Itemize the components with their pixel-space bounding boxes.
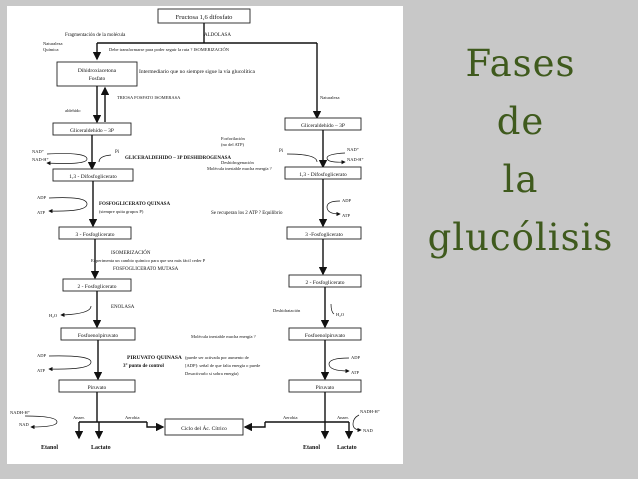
label-pep-right: Fosfoenolpiruvato (305, 332, 346, 339)
label-inestable-1: Molécula inestable mucha energía ? (207, 166, 272, 171)
label-lactato-right: Lactato (337, 445, 357, 451)
label-nadh3-left: NADH-H⁺ (10, 410, 31, 415)
label-naturaleza: Naturaleza (320, 95, 340, 100)
label-atp1-right: ATP (342, 213, 350, 218)
label-atp2-left: ATP (37, 368, 45, 373)
label-pep-left: Fosfoenolpiruvato (78, 332, 119, 339)
box-3pg-right (286, 226, 362, 240)
label-intermediario: Intermediario que no siempre sigue la ví… (139, 69, 255, 75)
label-nadh-left: NAD-H⁺ (32, 157, 49, 162)
label-3pg-right: 3 -Fosfoglicerato (305, 231, 343, 238)
label-pgk: FOSFOGLICERATO QUINASA (99, 202, 170, 207)
label-transformarse: Debe transformarse para poder seguir la … (109, 47, 230, 52)
label-3pg-left: 3 - Fosfoglicerato (75, 231, 114, 238)
nad-curve-right (326, 152, 346, 165)
label-fosforilacion-2: (no del ATP) (221, 142, 245, 147)
label-pgm: FOSFOGLICERATO MUTASA (113, 267, 179, 272)
h2o-curve-left (60, 305, 92, 317)
label-nad3-left: NAD (19, 422, 29, 427)
adp-curve-right-1 (326, 200, 341, 217)
pi-curve-left (98, 154, 112, 163)
label-nad3-right: NAD (363, 428, 373, 433)
label-h2o-left: H₂O (49, 313, 58, 318)
nad-curve-left (46, 153, 88, 166)
label-pk-note-2: [ADP]: señal de que falta energía o pued… (185, 363, 260, 368)
label-anaer-right: Anaer. (337, 415, 349, 420)
label-h2o-right: H₂O (336, 312, 345, 317)
adp-curve-right-2 (328, 357, 350, 374)
label-piruvato-left: Piruvato (88, 385, 107, 391)
box-dihidroxiacetona-fosfato (56, 61, 138, 87)
title-line-fases: Fases (465, 42, 576, 85)
nadh-curve-right (352, 414, 362, 433)
label-dhap-2: Fosfato (89, 75, 106, 82)
label-deshidratacion: Deshidratación (273, 308, 301, 313)
pi-curve-right (286, 153, 318, 163)
label-naturaleza-quimica-1: Naturaleza (43, 41, 63, 46)
label-aldehido: aldehído (65, 108, 81, 113)
label-fosforilacion-1: Forforilación (221, 136, 245, 141)
label-control: 3° punto de control (123, 364, 165, 369)
label-g3p-left: Gliceraldehído – 3P (70, 128, 114, 134)
label-etanol-right: Etanol (303, 445, 320, 451)
arrow-to-ciclo-right (243, 422, 266, 432)
title-line-la: la (502, 158, 539, 201)
label-2pg-right: 2 - Fosfoglicerato (305, 279, 344, 286)
adp-curve-left-1 (48, 197, 88, 214)
label-atp2-right: ATP (351, 370, 359, 375)
label-pgk-sub: (siempre quita grupos P) (99, 209, 144, 214)
label-nadh3-right: NADH-H⁺ (360, 409, 381, 414)
title-line-de: de (496, 100, 545, 143)
label-aldolasa: ALDOLASA (204, 33, 231, 38)
label-2pg-left: 2 - Fosfoglicerato (77, 283, 116, 290)
label-pi-right: Pi (279, 149, 284, 154)
glycolysis-flowchart: Fructosa 1,6 difosfato Fragmentación de … (10, 8, 381, 451)
adp-curve-left-2 (48, 355, 92, 372)
label-isomerizacion: ISOMERIZACIÓN (111, 250, 151, 256)
label-adp2-right: ADP (351, 355, 360, 360)
label-recuperan: Se recuperan los 2 ATP ? Equilibrio (211, 211, 283, 216)
label-ciclo: Ciclo del Ác. Cítrico (181, 424, 227, 432)
arrow-to-ciclo-left (146, 422, 165, 432)
label-etanol-left: Etanol (41, 445, 58, 451)
label-tpi: TRIOSA FOSFATO ISOMERASA (117, 95, 181, 100)
label-pi-left: Pi (115, 150, 120, 155)
label-aerobia-right: Aerobia (283, 415, 298, 420)
label-naturaleza-quimica-2: Química (43, 47, 59, 52)
label-gapdh: GLICERALDEHIDO – 3P DESHIDROGENASA (125, 156, 231, 161)
label-anaer-left: Anaer. (73, 415, 85, 420)
label-nad-right: NAD⁺ (347, 147, 360, 152)
label-fragmentacion: Fragmentación de la molécula (65, 33, 126, 38)
label-bpg-right: 1,3 - Difosfoglicerato (299, 171, 347, 178)
label-atp1-left: ATP (37, 210, 45, 215)
nadh-curve-left (24, 415, 58, 430)
label-adp1-left: ADP (37, 195, 46, 200)
label-fructosa: Fructosa 1,6 difosfato (176, 14, 233, 21)
label-lactato-left: Lactato (91, 445, 111, 451)
label-adp1-right: ADP (342, 198, 351, 203)
label-aerobia-left: Aerobia (125, 415, 140, 420)
label-piruvato-right: Piruvato (316, 385, 335, 391)
label-dhap-1: Dihidroxiacetona (78, 68, 117, 74)
label-deshidrogenacion: Deshidrogenación (221, 160, 254, 165)
label-bpg-left: 1,3 - Difosfoglicerato (69, 173, 117, 180)
label-adp2-left: ADP (37, 353, 46, 358)
label-nadh-right: NAD-H⁺ (347, 157, 364, 162)
title-line-glucolisis: glucólisis (427, 216, 614, 259)
box-ciclo-acido-citrico (164, 418, 244, 436)
label-inestable-2: Molécula inestable mucha energía ? (191, 334, 256, 339)
label-enolasa: ENOLASA (111, 305, 135, 310)
label-isom-sub: Experimenta un cambio químico para que s… (91, 258, 206, 263)
branch-right (265, 392, 349, 423)
slide-title: Fases de la glucólisis (403, 35, 638, 267)
diagram-sheet: Fructosa 1,6 difosfato Fragmentación de … (7, 6, 403, 464)
label-g3p-right: Gliceraldehído – 3P (301, 123, 345, 129)
label-pk: PIRUVATO QUINASA (127, 355, 182, 361)
h2o-curve-right (330, 303, 335, 315)
label-pk-note-3: Desactivarlo si sobra energía) (185, 371, 239, 376)
branch-left (79, 392, 147, 423)
label-nad-left: NAD⁺ (32, 149, 45, 154)
split-line (97, 23, 317, 44)
label-pk-note-1: (puede ser activada por aumento de (185, 355, 249, 360)
